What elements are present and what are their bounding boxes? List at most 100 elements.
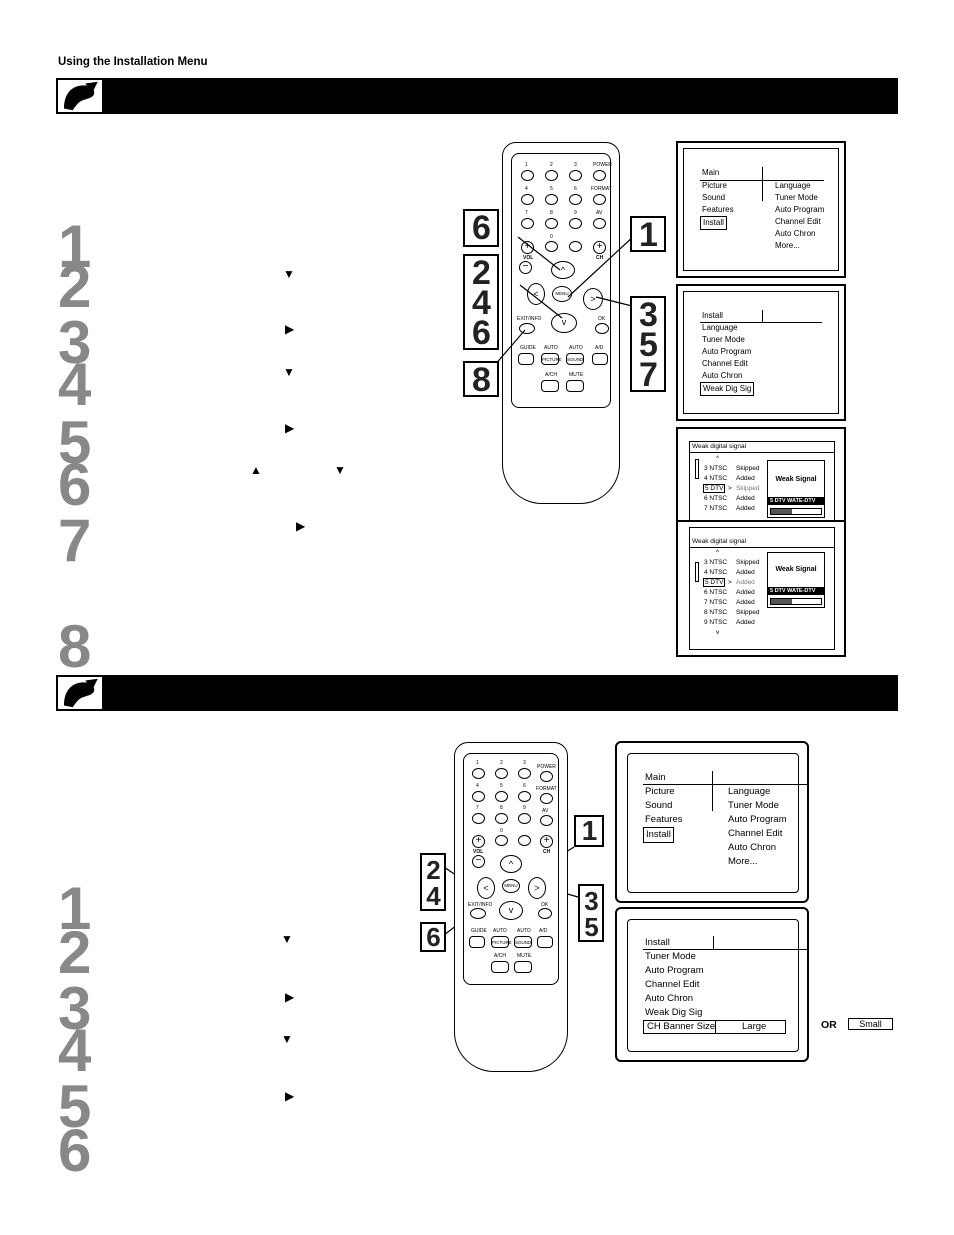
- digit-button-8[interactable]: [495, 813, 508, 824]
- guide-button[interactable]: [469, 936, 485, 948]
- digit-button-7[interactable]: [472, 813, 485, 824]
- menu-item[interactable]: Channel Edit: [702, 359, 748, 368]
- submenu-item[interactable]: More...: [728, 856, 758, 867]
- menu-item-install[interactable]: Install: [643, 827, 674, 843]
- digit-button-2[interactable]: [545, 170, 558, 181]
- dot-button[interactable]: [518, 835, 531, 846]
- digit-button-1[interactable]: [472, 768, 485, 779]
- digit-button-9[interactable]: [518, 813, 531, 824]
- ok-button[interactable]: [538, 908, 552, 919]
- menu-item[interactable]: Weak Dig Sig: [645, 1007, 703, 1018]
- guide-button[interactable]: [518, 353, 534, 365]
- mute-button[interactable]: [566, 380, 584, 392]
- digit-button-9[interactable]: [569, 218, 582, 229]
- ach-button[interactable]: [491, 961, 509, 973]
- menu-item[interactable]: Auto Chron: [702, 371, 743, 380]
- submenu-item[interactable]: Language: [775, 181, 811, 190]
- submenu-item[interactable]: Auto Program: [775, 205, 825, 214]
- auto-picture-button[interactable]: PICTURE: [541, 353, 562, 365]
- menu-button[interactable]: MENU: [552, 286, 572, 302]
- menu-item-ch-banner-size[interactable]: CH Banner Size Large: [643, 1020, 786, 1034]
- av-button[interactable]: [593, 218, 606, 229]
- digit-button-3[interactable]: [518, 768, 531, 779]
- exit-info-button[interactable]: [470, 908, 486, 919]
- channel-up-button[interactable]: +: [540, 835, 553, 848]
- auto-sound-button[interactable]: SOUND: [514, 936, 532, 948]
- dot-button[interactable]: [569, 241, 582, 252]
- menu-item-sound[interactable]: Sound: [702, 193, 726, 202]
- menu-item-install[interactable]: Install: [700, 216, 727, 230]
- menu-item[interactable]: Auto Program: [702, 347, 752, 356]
- submenu-item[interactable]: Language: [728, 786, 771, 797]
- submenu-item[interactable]: More...: [775, 241, 800, 250]
- format-button[interactable]: [540, 793, 553, 804]
- exit-info-button[interactable]: [519, 323, 535, 334]
- channel-row-selected[interactable]: 5 DTV>Skipped: [703, 484, 760, 493]
- power-button[interactable]: [540, 771, 553, 782]
- digit-button-3[interactable]: [569, 170, 582, 181]
- menu-item[interactable]: Auto Chron: [645, 993, 694, 1004]
- nav-down-button[interactable]: v: [499, 901, 523, 920]
- digit-button-2[interactable]: [495, 768, 508, 779]
- volume-down-button[interactable]: −: [472, 855, 485, 868]
- submenu-item[interactable]: Tuner Mode: [775, 193, 818, 202]
- nav-up-button[interactable]: ^: [500, 855, 522, 873]
- digit-button-5[interactable]: [495, 791, 508, 802]
- nav-right-button[interactable]: >: [528, 877, 546, 899]
- nav-left-button[interactable]: <: [477, 877, 495, 899]
- scrollbar[interactable]: [695, 562, 699, 582]
- volume-up-button[interactable]: +: [472, 835, 485, 848]
- mute-button[interactable]: [514, 961, 532, 973]
- auto-sound-button[interactable]: SOUND: [566, 353, 584, 365]
- auto-picture-button[interactable]: PICTURE: [491, 936, 512, 948]
- digit-button-0[interactable]: [545, 241, 558, 252]
- menu-item-weak-dig-sig[interactable]: Weak Dig Sig: [700, 382, 755, 396]
- menu-button[interactable]: MENU: [502, 879, 520, 893]
- menu-item[interactable]: Tuner Mode: [645, 951, 696, 962]
- scrollbar[interactable]: [695, 459, 699, 479]
- submenu-item[interactable]: Auto Chron: [728, 842, 777, 853]
- menu-item[interactable]: Auto Program: [645, 965, 704, 976]
- menu-item-features[interactable]: Features: [702, 205, 734, 214]
- channel-up-button[interactable]: +: [593, 241, 606, 254]
- menu-item-features[interactable]: Features: [645, 814, 683, 825]
- nav-left-button[interactable]: <: [527, 283, 545, 305]
- digit-button-5[interactable]: [545, 194, 558, 205]
- submenu-item[interactable]: Channel Edit: [775, 217, 821, 226]
- digit-button-4[interactable]: [521, 194, 534, 205]
- ach-button[interactable]: [541, 380, 559, 392]
- nav-up-button[interactable]: ^: [551, 261, 575, 279]
- menu-item-picture[interactable]: Picture: [702, 181, 727, 190]
- power-button[interactable]: [593, 170, 606, 181]
- digit-button-0[interactable]: [495, 835, 508, 846]
- menu-item[interactable]: Tuner Mode: [702, 335, 745, 344]
- submenu-item[interactable]: Tuner Mode: [728, 800, 779, 811]
- menu-item-sound[interactable]: Sound: [645, 800, 673, 811]
- format-button[interactable]: [593, 194, 606, 205]
- nav-right-button[interactable]: >: [583, 288, 603, 310]
- digit-button-1[interactable]: [521, 170, 534, 181]
- menu-item[interactable]: Language: [702, 323, 738, 332]
- av-button[interactable]: [540, 815, 553, 826]
- ok-button[interactable]: [595, 323, 609, 334]
- volume-up-button[interactable]: +: [521, 241, 534, 254]
- volume-down-button[interactable]: −: [519, 261, 532, 274]
- digit-button-7[interactable]: [521, 218, 534, 229]
- ad-button[interactable]: [592, 353, 608, 365]
- digit-button-8[interactable]: [545, 218, 558, 229]
- submenu-item[interactable]: Auto Chron: [775, 229, 816, 238]
- digit-button-6[interactable]: [518, 791, 531, 802]
- nav-down-button[interactable]: v: [551, 313, 577, 333]
- channel-row-selected[interactable]: 5 DTV>Added: [703, 578, 755, 587]
- menu-item[interactable]: Channel Edit: [645, 979, 700, 990]
- submenu-item[interactable]: Channel Edit: [728, 828, 783, 839]
